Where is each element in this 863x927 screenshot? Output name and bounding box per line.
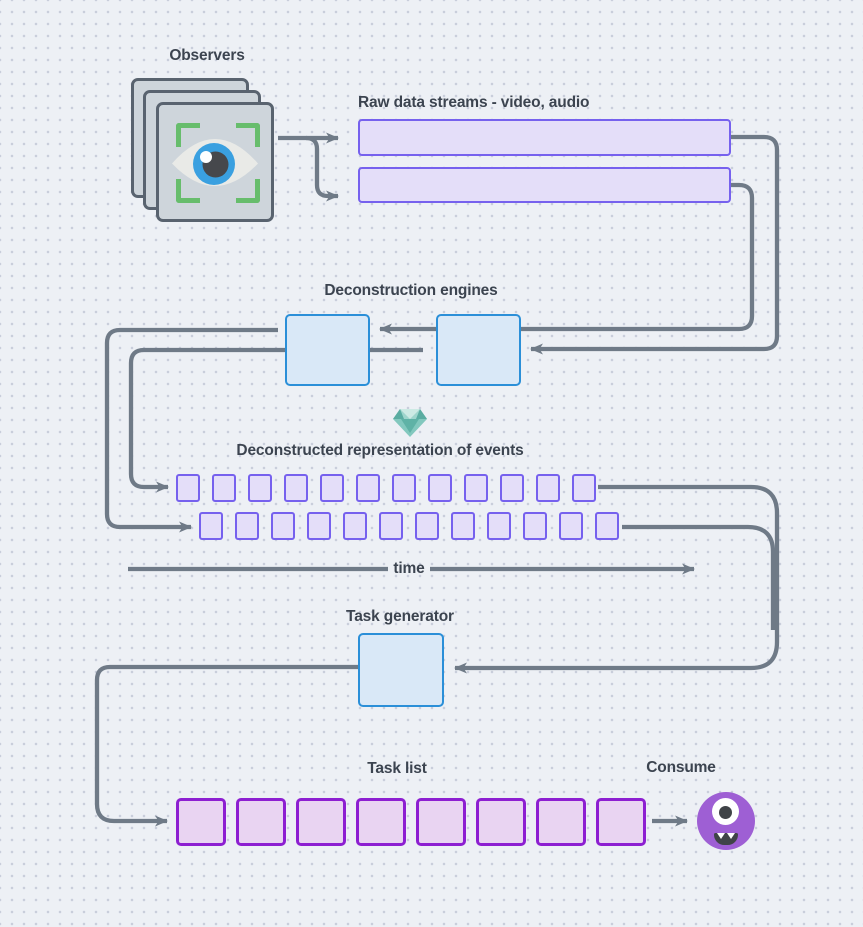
consume-label: Consume [646, 759, 716, 776]
event-square [595, 512, 619, 540]
event-square [464, 474, 488, 502]
gem-icon [393, 409, 427, 437]
task-square [296, 798, 346, 846]
task-square [476, 798, 526, 846]
event-square [343, 512, 367, 540]
raw-streams-label: Raw data streams - video, audio [358, 94, 590, 111]
event-square [451, 512, 475, 540]
event-square [428, 474, 452, 502]
event-square [500, 474, 524, 502]
event-square [212, 474, 236, 502]
monster-icon [697, 792, 755, 850]
viewfinder-bracket-icon [176, 179, 200, 203]
event-square [536, 474, 560, 502]
task-list-label: Task list [367, 760, 427, 777]
viewfinder-bracket-icon [236, 179, 260, 203]
engines-label: Deconstruction engines [324, 282, 498, 299]
stream-bar-video [358, 119, 731, 156]
event-square [379, 512, 403, 540]
stream-bar-audio [358, 167, 731, 203]
observers-label: Observers [169, 47, 245, 64]
event-square [199, 512, 223, 540]
event-square [487, 512, 511, 540]
task-square [176, 798, 226, 846]
event-square [392, 474, 416, 502]
event-square [271, 512, 295, 540]
monster-fang [717, 833, 725, 839]
event-square [176, 474, 200, 502]
observer-card-front [156, 102, 274, 222]
event-square [523, 512, 547, 540]
engine-box-1 [285, 314, 370, 386]
engine-box-2 [436, 314, 521, 386]
connector-events-row2-join [622, 524, 776, 630]
event-square [415, 512, 439, 540]
viewfinder-bracket-icon [176, 123, 200, 147]
task-square [536, 798, 586, 846]
task-generator-box [358, 633, 444, 707]
event-square [572, 474, 596, 502]
event-square [248, 474, 272, 502]
viewfinder-bracket-icon [236, 123, 260, 147]
connector-observer-to-stream2 [305, 135, 339, 202]
event-square [320, 474, 344, 502]
event-row-1 [176, 474, 596, 502]
event-square [559, 512, 583, 540]
events-label: Deconstructed representation of events [236, 442, 524, 459]
event-square [307, 512, 331, 540]
event-square [356, 474, 380, 502]
event-square [284, 474, 308, 502]
task-square [416, 798, 466, 846]
eye-scan-icon [172, 139, 258, 186]
connector-stream2-to-engine1 [379, 182, 755, 335]
connector-task-generator-to-task-list [94, 664, 358, 827]
task-square [596, 798, 646, 846]
task-list-row [176, 798, 646, 846]
connector-events-row1-to-task-generator [454, 484, 780, 674]
event-row-2 [199, 512, 619, 540]
task-square [236, 798, 286, 846]
monster-pupil [719, 806, 732, 819]
monster-fang [727, 833, 735, 839]
task-generator-label: Task generator [346, 608, 454, 625]
connector-stream1-to-engine2 [530, 134, 780, 355]
connector-engine1-to-events-row2 [104, 327, 278, 533]
time-axis-label: time [393, 560, 425, 577]
event-square [235, 512, 259, 540]
task-square [356, 798, 406, 846]
connector-engine2-to-events-row1 [128, 347, 423, 493]
